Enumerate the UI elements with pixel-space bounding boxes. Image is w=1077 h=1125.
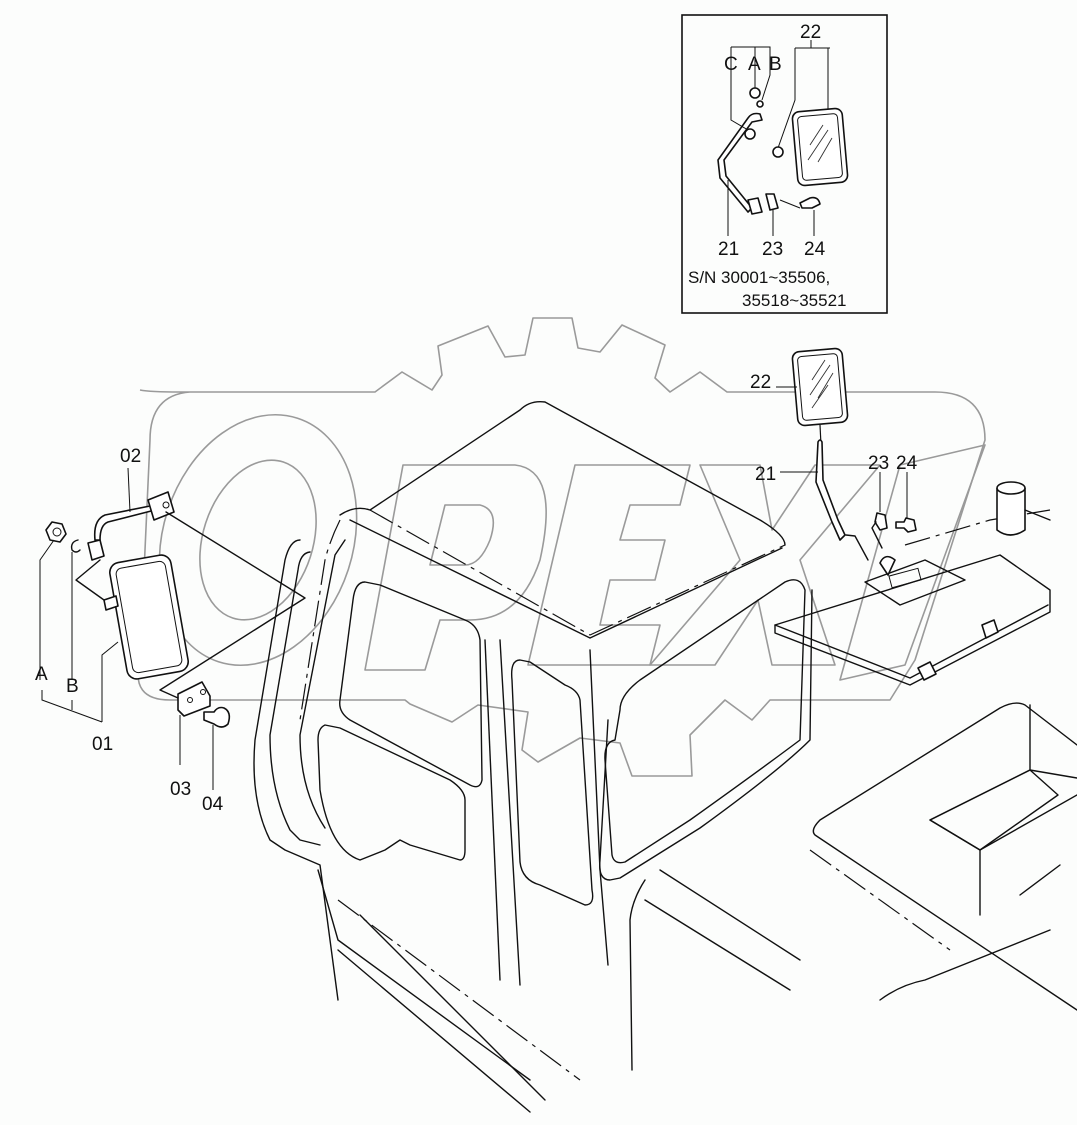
inset-label-C: C [724, 54, 738, 75]
inset-detail-box: 22 C A B 21 23 24 S/N 30001~35506, 35518… [681, 14, 888, 314]
mirror-stay-21 [815, 439, 846, 541]
serial-number-range-2: 35518~35521 [742, 291, 846, 310]
label-03: 03 [170, 779, 191, 800]
label-02: 02 [120, 446, 141, 467]
serial-number-range-1: S/N 30001~35506, [688, 268, 830, 287]
label-B: B [66, 676, 79, 697]
inset-label-22: 22 [800, 22, 821, 43]
left-mirror-assembly [39, 467, 306, 790]
bolt-04 [203, 706, 231, 728]
label-01: 01 [92, 734, 113, 755]
gear-outline-icon [137, 317, 986, 777]
cab-body [253, 400, 813, 1113]
part-number-labels: 02 A B 01 03 04 22 21 23 24 [35, 372, 918, 815]
washer-B [70, 539, 81, 553]
hood-panel [774, 509, 1051, 686]
label-04: 04 [202, 794, 224, 815]
label-22: 22 [750, 372, 771, 393]
inset-label-B: B [769, 54, 782, 75]
bracket-03 [177, 681, 211, 717]
label-A: A [35, 664, 48, 685]
right-mirror-assembly [776, 347, 917, 561]
bolt-24 [895, 517, 917, 533]
mirror-22 [791, 347, 849, 427]
label-21: 21 [755, 464, 776, 485]
inset-label-24: 24 [804, 239, 826, 260]
watermark-logo [137, 317, 986, 777]
inset-label-A: A [748, 54, 761, 75]
seat-box [809, 702, 1077, 1011]
inset-label-23: 23 [762, 239, 783, 260]
nut-A [45, 521, 67, 543]
label-24: 24 [896, 453, 918, 474]
bracket-23 [874, 512, 888, 531]
label-23: 23 [868, 453, 889, 474]
reservoir-cylinder [996, 481, 1051, 536]
mirror-01 [109, 554, 189, 680]
inset-label-21: 21 [718, 239, 739, 260]
